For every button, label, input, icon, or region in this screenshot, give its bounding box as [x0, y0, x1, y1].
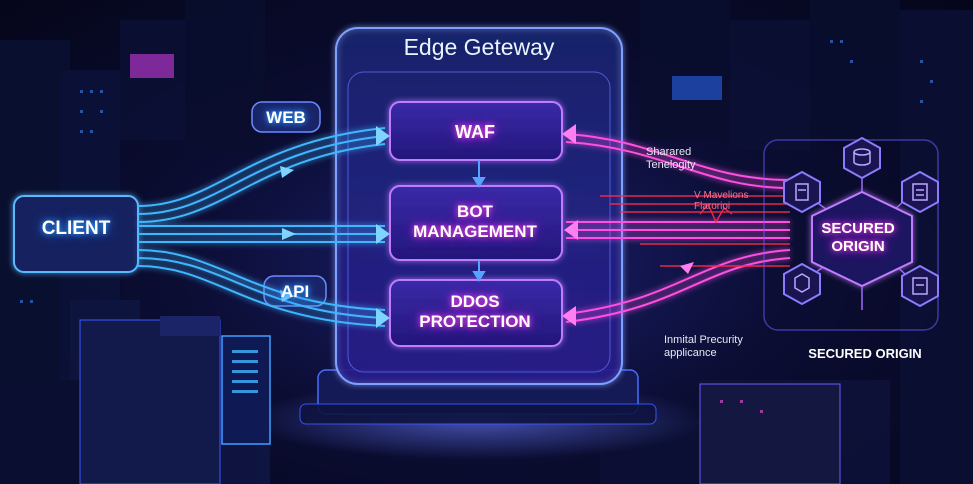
cube-icon — [783, 262, 821, 306]
ddos-label-line1: DDOS — [450, 292, 500, 311]
security-note-line2: applicance — [664, 347, 717, 359]
origin-satellites — [783, 136, 939, 308]
secured-origin-node-label: SECURED ORIGIN — [808, 220, 908, 256]
origin-arrowheads — [562, 124, 694, 326]
ddos-module — [389, 279, 563, 347]
server-racks — [79, 316, 841, 484]
waf-module — [389, 101, 563, 161]
client-flows — [137, 127, 386, 327]
ddos-label-line2: PROTECTION — [419, 312, 531, 331]
bot-label-line1: BOT — [457, 202, 493, 221]
ddos-protection-label: DDOS PROTECTION — [392, 292, 558, 332]
bot-management-label: BOT MANAGEMENT — [392, 202, 558, 242]
file-icon — [901, 264, 939, 308]
telemetry-note-line2: Tenelogity — [646, 159, 696, 171]
web-path-label: WEB — [266, 108, 306, 127]
internal-arrows — [472, 160, 486, 282]
origin-label-line1: SECURED — [821, 220, 895, 237]
satellite-glyphs — [794, 148, 928, 295]
database-icon — [843, 136, 881, 180]
document-icon — [901, 170, 939, 214]
malicious-note-line1: V Mavelions — [694, 190, 749, 201]
origin-flows — [565, 133, 791, 323]
secured-origin-caption: SECURED ORIGIN — [808, 346, 922, 361]
malicious-note-line2: Flarorioi — [694, 201, 731, 212]
bot-module — [389, 185, 563, 261]
telemetry-note-line1: Sharared — [646, 146, 692, 158]
origin-label-line2: ORIGIN — [831, 238, 885, 255]
malicious-note: V Mavelions Flarorioi — [694, 190, 748, 212]
api-path-label: API — [280, 282, 310, 301]
security-note-line1: Inmital Precurity — [664, 334, 743, 346]
server-icon — [783, 170, 821, 214]
gateway-title: Edge Geteway — [403, 34, 555, 60]
client-label: CLIENT — [41, 218, 111, 239]
web-pill — [251, 101, 321, 133]
bot-label-line2: MANAGEMENT — [413, 222, 537, 241]
waf-label: WAF — [455, 122, 495, 142]
origin-hub — [811, 190, 913, 288]
telemetry-note: Sharared Tenelogity — [646, 146, 696, 172]
client-arrowheads — [280, 126, 390, 328]
security-appliance-note: Inmital Precurity applicance — [664, 334, 743, 360]
